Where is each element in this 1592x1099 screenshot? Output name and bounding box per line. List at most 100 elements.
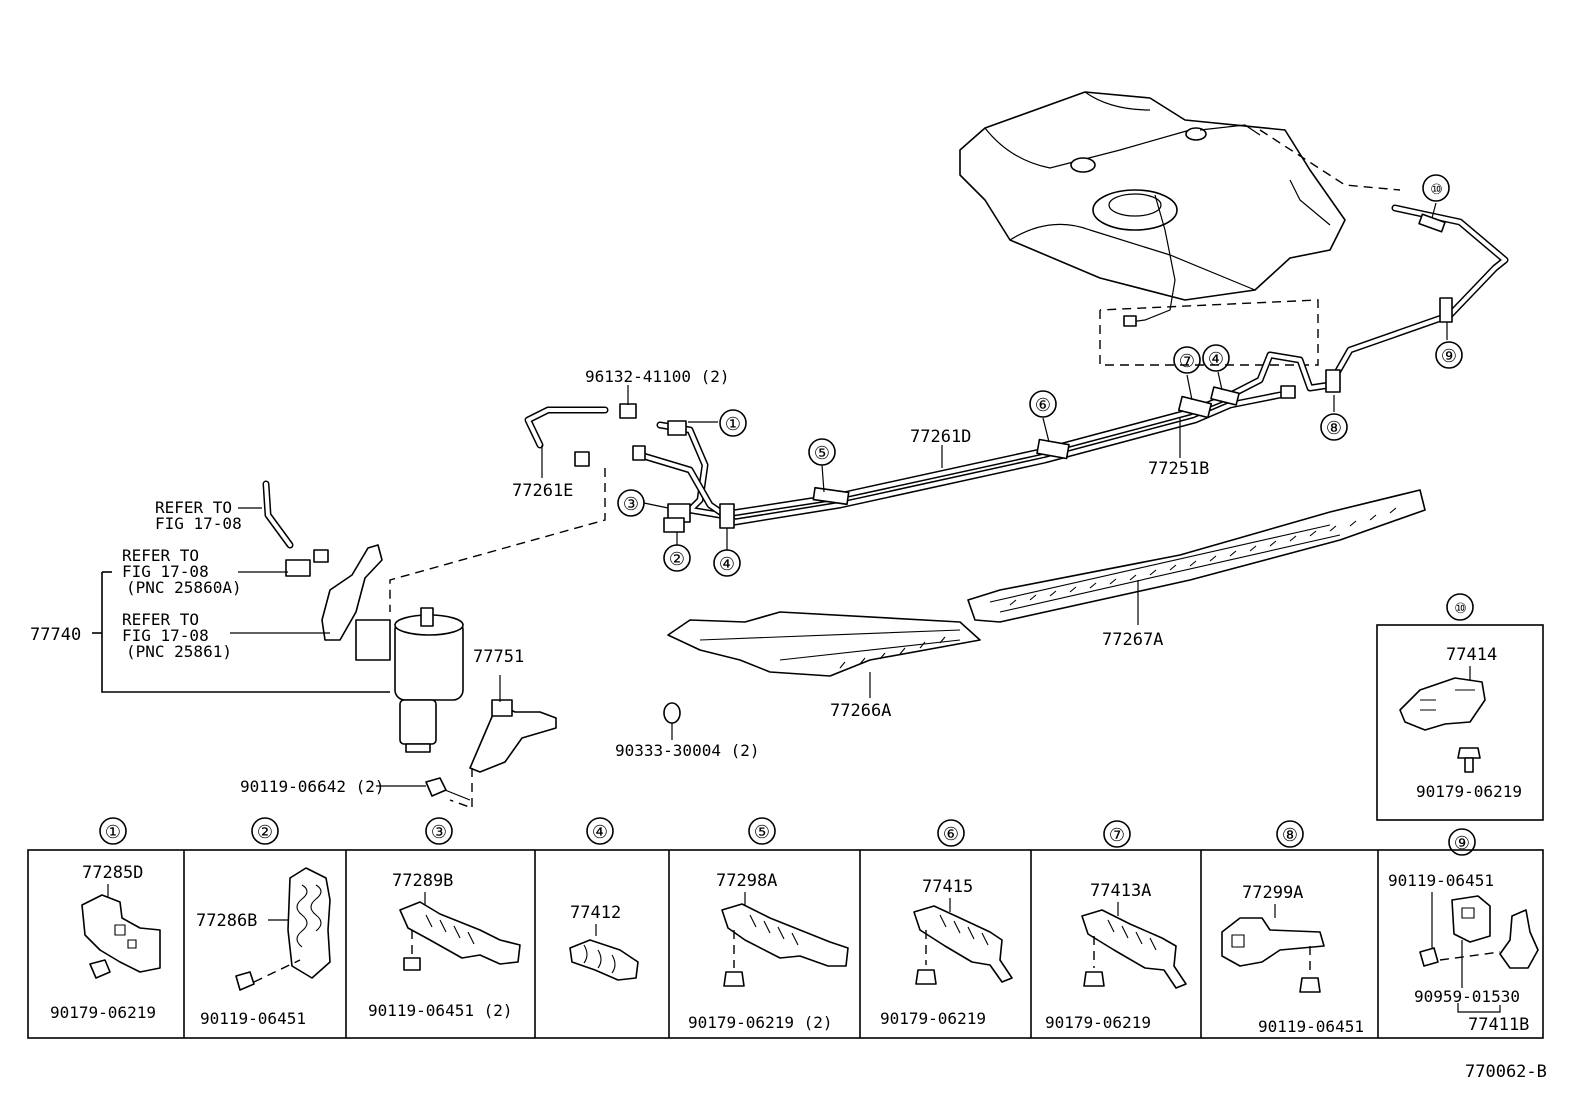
- panel-2-part: 77286B: [196, 911, 257, 931]
- detail-panels-frame: [27, 849, 1544, 1039]
- canister-assembly: [262, 480, 464, 753]
- svg-text:③: ③: [623, 494, 639, 515]
- clamp-1-on-tube: [667, 420, 687, 436]
- callout-circle-10-top: ⑩: [1422, 174, 1450, 202]
- panel-circle-6: ⑥: [937, 819, 965, 847]
- panel-3-part: 77289B: [392, 871, 453, 891]
- label-96132-41100: 96132-41100 (2): [585, 367, 730, 386]
- panel-1-part: 77285D: [82, 863, 143, 883]
- callout-circle-4-top-right: ④: [1202, 344, 1230, 372]
- detail-10-part: 77414: [1446, 645, 1497, 665]
- panel-5-fastener: 90179-06219 (2): [688, 1013, 833, 1032]
- callout-circle-2-top: ②: [663, 544, 691, 572]
- tank-leader-dash: [1099, 299, 1319, 366]
- label-77267a: 77267A: [1102, 630, 1163, 650]
- label-77251b: 77251B: [1148, 459, 1209, 479]
- panel-4-part: 77412: [570, 903, 621, 923]
- panel-9-fastener: 90119-06451: [1388, 871, 1494, 890]
- svg-text:②: ②: [257, 822, 273, 843]
- refer-note-3-line1: REFER TO: [122, 610, 199, 629]
- svg-text:⑨: ⑨: [1454, 833, 1470, 854]
- protector-77267a: [967, 489, 1426, 623]
- panel-circle-4: ④: [586, 817, 614, 845]
- panel-7: 77413A 90179-06219: [1045, 881, 1187, 1032]
- refer-note-1-line2: FIG 17-08: [155, 514, 242, 533]
- panel-4: 77412: [569, 903, 639, 981]
- panel-1: 77285D 90179-06219: [50, 863, 161, 1022]
- clamp-4-on-tube-left: [719, 503, 735, 529]
- bolt-leader-dash: [449, 768, 473, 809]
- svg-text:⑨: ⑨: [1441, 346, 1457, 367]
- protector-77266a: [667, 611, 981, 677]
- fuel-tank: [959, 91, 1346, 327]
- canister-leader-dash: [389, 468, 606, 612]
- label-77261e: 77261E: [512, 481, 573, 501]
- hose-clip-lower: [574, 451, 590, 467]
- clamp-2-on-tube: [663, 517, 685, 533]
- plug: [663, 702, 681, 724]
- svg-text:⑥: ⑥: [943, 824, 959, 845]
- callout-circle-5-top: ⑤: [808, 438, 836, 466]
- panel-2-fastener: 90119-06451: [200, 1009, 306, 1028]
- panel-2: 77286B 90119-06451: [196, 867, 331, 1028]
- refer-note-3-line2: FIG 17-08: [122, 626, 209, 645]
- panel-8-part: 77299A: [1242, 883, 1303, 903]
- svg-text:②: ②: [669, 549, 685, 570]
- clamp-4-on-tube-right: [1210, 386, 1240, 406]
- clamp-7-on-tube: [1177, 395, 1213, 419]
- hose-clip-upper: [619, 403, 637, 419]
- callout-circle-1-top: ①: [719, 409, 747, 437]
- refer-note-2-line2: FIG 17-08: [122, 562, 209, 581]
- refer-note-1-line1: REFER TO: [155, 498, 232, 517]
- panel-circle-5: ⑤: [748, 817, 776, 845]
- refer-note-2-line3: (PNC 25860A): [126, 578, 242, 597]
- panel-circle-9: ⑨: [1448, 828, 1476, 856]
- panel-circle-1: ①: [99, 817, 127, 845]
- panel-8-fastener: 90119-06451: [1258, 1017, 1364, 1036]
- panel-5-part: 77298A: [716, 871, 777, 891]
- callout-circle-3-top: ③: [617, 489, 645, 517]
- panel-8: 77299A 90119-06451: [1221, 883, 1364, 1036]
- panel-3-fastener: 90119-06451 (2): [368, 1001, 513, 1020]
- panel-circle-3: ③: [425, 817, 453, 845]
- refer-note-3-line3: (PNC 25861): [126, 642, 232, 661]
- tank-leader-dash-2: [1259, 129, 1401, 191]
- panel-circle-7: ⑦: [1103, 820, 1131, 848]
- bracket-77751: [469, 704, 557, 773]
- figure-id: 770062-B: [1465, 1062, 1547, 1082]
- panel-7-part: 77413A: [1090, 881, 1151, 901]
- svg-text:①: ①: [725, 414, 741, 435]
- callout-circle-7-top: ⑦: [1173, 346, 1201, 374]
- panel-6-part: 77415: [922, 877, 973, 897]
- clamp-6-on-tube: [1036, 438, 1070, 460]
- svg-text:⑧: ⑧: [1282, 825, 1298, 846]
- clamp-8-on-tube: [1325, 369, 1341, 393]
- panel-3: 77289B 90119-06451 (2): [368, 871, 521, 1020]
- panel-1-fastener: 90179-06219: [50, 1003, 156, 1022]
- canister-callout-bracket: [101, 572, 390, 693]
- label-77740: 77740: [30, 625, 81, 645]
- detail-10-bolt: 90179-06219: [1416, 782, 1522, 801]
- callout-circle-8-top: ⑧: [1320, 413, 1348, 441]
- svg-text:③: ③: [431, 822, 447, 843]
- panel-circle-8: ⑧: [1276, 820, 1304, 848]
- label-77266a: 77266A: [830, 701, 891, 721]
- svg-text:①: ①: [105, 822, 121, 843]
- panel-5: 77298A 90179-06219 (2): [688, 871, 849, 1032]
- panel-circle-2: ②: [251, 817, 279, 845]
- svg-text:⑤: ⑤: [754, 822, 770, 843]
- detail-10-box: ⑩ 77414 90179-06219: [1376, 593, 1544, 821]
- panel-9-fastener-2: 90959-01530: [1414, 987, 1520, 1006]
- callout-circle-4-top-left: ④: [713, 549, 741, 577]
- refer-note-2-line1: REFER TO: [122, 546, 199, 565]
- svg-text:④: ④: [1208, 349, 1224, 370]
- clamp-9-on-tube: [1439, 297, 1453, 323]
- callout-circle-6-top: ⑥: [1029, 390, 1057, 418]
- panel-9: 90119-06451 90959-01530 77411B: [1388, 871, 1539, 1035]
- svg-text:⑦: ⑦: [1179, 351, 1195, 372]
- panel-6: 77415 90179-06219: [880, 877, 1013, 1028]
- svg-text:⑩: ⑩: [1454, 601, 1466, 617]
- svg-text:⑧: ⑧: [1326, 418, 1342, 439]
- clamp-10-on-tube: [1418, 213, 1446, 233]
- panel-6-fastener: 90179-06219: [880, 1009, 986, 1028]
